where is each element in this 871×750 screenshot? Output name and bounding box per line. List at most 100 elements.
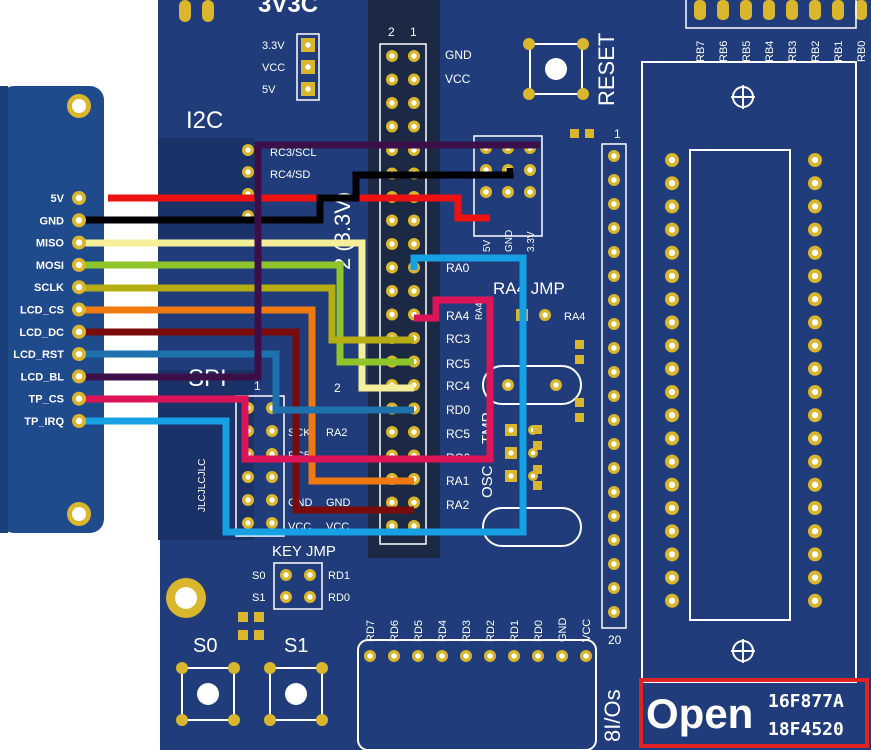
header-pin (665, 199, 679, 214)
spi-col-2: 2 (334, 381, 341, 395)
lcd-pin-label: TP_IRQ (24, 416, 64, 428)
header-pin (665, 269, 679, 283)
header-pin (480, 186, 492, 198)
i2c-vertical-label: 2 (3.3V) (330, 192, 355, 270)
bottom-header-label: VCC (581, 619, 593, 642)
header-pin (386, 97, 398, 109)
bottom-header-outline (357, 639, 597, 750)
wire-miso (83, 239, 414, 392)
header-pin (808, 454, 822, 469)
lcd-pin: LCD_BL (21, 369, 86, 384)
power-label: 5V (262, 84, 276, 96)
header-pin (304, 591, 316, 603)
bottom-header-label: RD3 (461, 620, 473, 642)
s1-label: S1 (284, 635, 308, 657)
header-pin (502, 379, 514, 391)
reset-button[interactable] (523, 38, 589, 100)
header-pin (608, 558, 620, 570)
lcd-pin-label: LCD_RST (13, 349, 64, 361)
key-row-right: RD0 (328, 592, 350, 604)
port-label: RA1 (446, 474, 470, 488)
lcd-pin: 5V (51, 191, 86, 205)
header-pin (242, 494, 254, 506)
lcd-pin: MISO (36, 235, 86, 250)
header-pin (665, 477, 679, 492)
header-pin (550, 379, 562, 391)
header-pin (266, 517, 278, 529)
bottom-header-label: RD0 (533, 620, 545, 642)
lcd-pin-label: TP_CS (29, 394, 64, 406)
header-pin (508, 650, 520, 662)
header-pin (280, 591, 292, 603)
rb-header-label: RB3 (787, 41, 799, 62)
header-pin (808, 477, 822, 492)
header-pin (386, 120, 398, 133)
header-pin (302, 39, 314, 51)
crosshair-icon (731, 639, 755, 663)
header-pin (608, 366, 620, 378)
header-pin (808, 361, 822, 376)
lcd-pin-label: GND (40, 215, 65, 227)
lcd-pin: SCLK (34, 280, 86, 295)
port-label: RC3 (446, 332, 470, 346)
header-pin (808, 153, 822, 167)
header-pin (808, 547, 822, 562)
header-pin (608, 222, 620, 234)
header-pin (808, 338, 822, 353)
wire-tp-cs (83, 296, 494, 463)
header-pin (808, 315, 822, 330)
wire-mosi (83, 261, 414, 366)
header-pin (665, 245, 679, 260)
s0-button[interactable] (176, 662, 240, 726)
header-pin (242, 517, 254, 529)
bottom-header-label: RD1 (509, 620, 521, 642)
wire-sclk (83, 284, 414, 344)
s1-button[interactable] (264, 662, 328, 726)
header-pin (608, 270, 620, 282)
header-pin (386, 238, 398, 250)
header-pin (608, 510, 620, 522)
header-pin (608, 318, 620, 330)
header-pin (408, 50, 420, 62)
header-pin (665, 593, 679, 608)
mounting-hole (166, 578, 206, 618)
key-row-left: S0 (252, 570, 265, 582)
header-pin (808, 408, 822, 423)
header-pin (412, 650, 424, 662)
lcd-pin: LCD_CS (20, 302, 86, 317)
lcd-pin: LCD_RST (13, 347, 86, 362)
power-pin-label: 3.3V (526, 231, 537, 252)
header-pin (665, 315, 679, 330)
lcd-pin-label: MISO (36, 238, 65, 250)
rb-header-label: RB2 (810, 41, 822, 62)
rb-header-label: RB6 (718, 41, 730, 62)
lcd-pin-label: LCD_DC (19, 327, 64, 339)
s0-label: S0 (193, 635, 217, 657)
rb-header-label: RB1 (833, 41, 845, 62)
lcd-pin-label: SCLK (34, 282, 64, 294)
lcd-pin-header: 5VGNDMISOMOSISCLKLCD_CSLCD_DCLCD_RSTLCD_… (13, 191, 86, 428)
header-pin (608, 294, 620, 306)
power-label: VCC (262, 62, 285, 74)
open-logo-text: Open (646, 690, 753, 737)
header-pin (808, 431, 822, 446)
header-pin (608, 462, 620, 474)
header-pin (608, 174, 620, 186)
header-col-2: 2 (388, 25, 395, 39)
wire-lcd-bl (83, 141, 540, 381)
header-pin (665, 501, 679, 515)
header-pin (386, 285, 398, 297)
header-pin (280, 569, 292, 581)
rb-header-label: RB7 (695, 41, 707, 62)
open-logo: Open 16F877A 18F4520 (639, 678, 869, 748)
main-board (158, 0, 871, 750)
i2c-label: I2C (186, 107, 223, 134)
wire-lcd-rst (83, 350, 414, 414)
header-pin (580, 650, 592, 662)
header-pin (408, 120, 420, 133)
header-pin (608, 486, 620, 498)
header-pin (386, 426, 398, 438)
ra4-small: RA4 (474, 302, 484, 320)
header-pin (665, 385, 679, 399)
reset-label: RESET (594, 33, 619, 106)
